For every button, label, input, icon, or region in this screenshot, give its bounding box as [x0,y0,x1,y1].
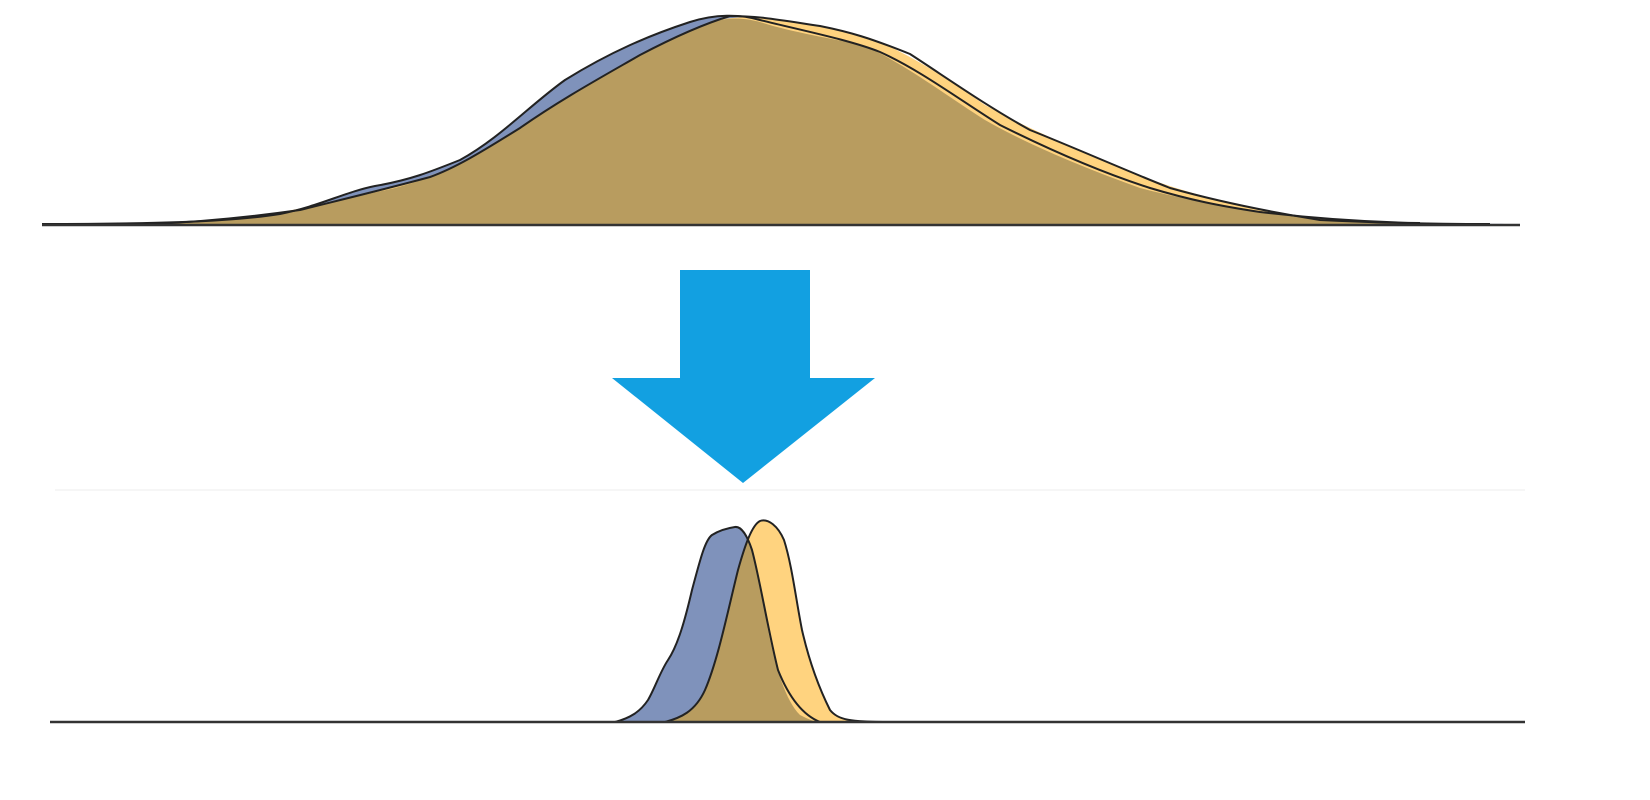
bottom-density-overlap [665,540,820,722]
down-arrow-icon [612,270,875,483]
top-panel [41,14,1520,227]
bottom-panel [50,489,1525,724]
bottom-outline-series-b [664,519,891,723]
bottom-outline-series-a [614,526,821,723]
top-outline-series-b [149,14,1491,225]
top-density-overlap [42,18,1520,224]
top-outline-series-a [41,14,1421,225]
